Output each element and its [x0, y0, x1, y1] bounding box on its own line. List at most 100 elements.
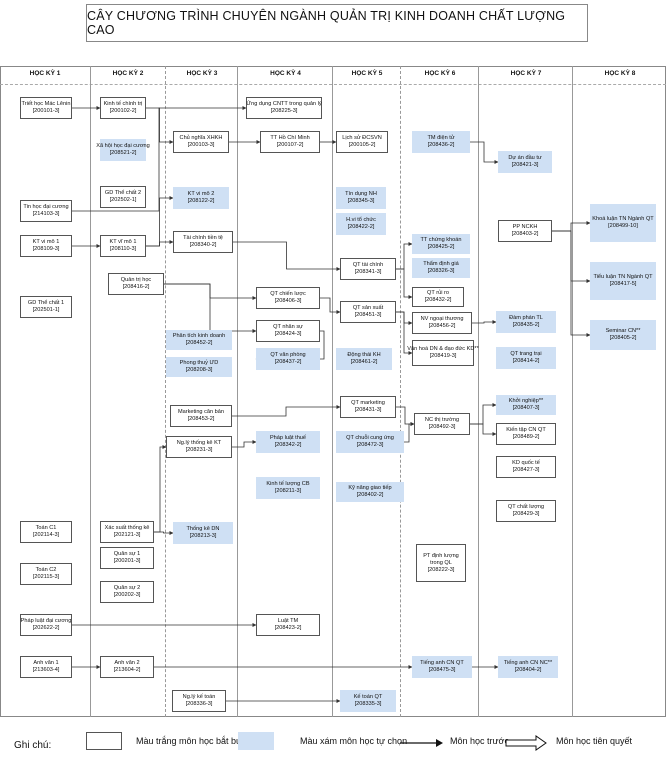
- course-ketoanqt: Kế toán QT[208335-3]: [340, 690, 396, 712]
- course-vhdn: Văn hoá DN & đạo đức KD**[208419-3]: [407, 340, 479, 366]
- course-toanc1: Toán C1[202114-3]: [20, 521, 72, 543]
- course-name: Kỹ năng giao tiếp: [348, 485, 392, 491]
- course-code: [208213-3]: [189, 533, 217, 539]
- course-name: NV ngoại thương: [420, 316, 464, 322]
- course-code: [208345-3]: [347, 198, 375, 204]
- course-name: Tài chính tiền tệ: [183, 235, 223, 241]
- course-ttck: TT chứng khoán[208425-2]: [412, 234, 470, 254]
- course-name: QT chiến lược: [270, 291, 306, 297]
- course-code: [214103-3]: [32, 211, 60, 217]
- course-tmdt: TM điện tử[208436-2]: [412, 131, 470, 153]
- course-name: Tín dụng NH: [345, 191, 377, 197]
- chart-title: CÂY CHƯƠNG TRÌNH CHUYÊN NGÀNH QUẢN TRỊ K…: [86, 4, 588, 42]
- course-qtth: Quản trị học[208416-2]: [108, 273, 164, 295]
- divider-5: [400, 66, 401, 717]
- course-code: [200101-3]: [32, 108, 60, 114]
- course-name: Tiếng anh CN NC**: [503, 660, 553, 666]
- semester-8-header: HỌC KỲ 8: [604, 70, 636, 77]
- course-code: [200103-3]: [187, 142, 215, 148]
- course-name: Toán C2: [35, 567, 57, 573]
- course-lsdcsvn: Lịch sử ĐCSVN[200105-2]: [336, 131, 388, 153]
- course-code: [208421-3]: [511, 162, 539, 168]
- course-name: Ng.lý kế toán: [182, 694, 216, 700]
- course-gdtc2: GD Thể chất 2[202502-1]: [100, 186, 146, 208]
- course-qtsx: QT sản xuất[208451-3]: [340, 301, 396, 323]
- course-ptkd: Phân tích kinh doanh[208452-2]: [166, 330, 232, 350]
- course-code: [208222-3]: [427, 566, 455, 573]
- course-tdg: Thẩm định giá[208326-3]: [412, 258, 470, 278]
- course-code: [208419-3]: [429, 353, 457, 359]
- course-code: [208451-3]: [354, 312, 382, 318]
- course-name: Kinh tế chính trị: [103, 101, 143, 107]
- course-name: QT trang trại: [510, 351, 542, 357]
- course-xstk: Xác suất thống kê[202121-3]: [100, 521, 154, 543]
- divider-6: [478, 66, 479, 717]
- course-name: TT chứng khoán: [420, 237, 462, 243]
- course-name: Dự án đầu tư: [508, 155, 542, 161]
- course-code: [208435-2]: [512, 322, 540, 328]
- course-tdnh: Tín dụng NH[208345-3]: [336, 187, 386, 209]
- course-name: Luật TM: [277, 618, 299, 624]
- course-code: [208341-3]: [354, 269, 382, 275]
- course-code: [202114-3]: [32, 532, 60, 538]
- course-qtrr: QT rủi ro[208432-2]: [412, 287, 464, 307]
- course-qpsu2: Quân sự 2[200202-3]: [100, 581, 154, 603]
- course-qttt: QT trang trại[208414-2]: [496, 347, 556, 369]
- course-name: Quân sự 2: [113, 585, 141, 591]
- course-av2: Anh văn 2[213604-2]: [100, 656, 154, 678]
- course-qtns: QT nhân sự[208424-3]: [256, 320, 320, 342]
- course-code: [208110-3]: [109, 246, 137, 252]
- course-code: [208423-2]: [274, 625, 302, 631]
- header-divider: [0, 84, 666, 85]
- course-name: Ứng dụng CNTT trong quản lý: [246, 101, 322, 107]
- course-name: Chủ nghĩa XHKH: [179, 135, 223, 141]
- course-name: Pháp luật đại cương: [20, 618, 72, 624]
- course-code: [208431-3]: [354, 407, 382, 413]
- semester-3-header: HỌC KỲ 3: [186, 70, 218, 77]
- course-code: [208475-3]: [428, 667, 456, 673]
- course-ktct: Kinh tế chính trị[200102-2]: [100, 97, 146, 119]
- course-name: PT định lượng trong QL: [423, 552, 459, 566]
- course-name: KT vi mô 2: [187, 191, 215, 197]
- course-tacnqt: Tiếng anh CN QT[208475-3]: [412, 656, 472, 678]
- course-thdc: Tin học đại cương[214103-3]: [20, 200, 72, 222]
- course-kngt: Kỹ năng giao tiếp[208402-2]: [336, 482, 404, 502]
- course-code: [208499-10]: [608, 223, 638, 229]
- legend: Ghi chú: Màu trắng môn học bắt buộc Màu …: [0, 720, 666, 766]
- course-tctt: Tài chính tiền tệ[208340-2]: [173, 231, 233, 253]
- course-khoinghiep: Khởi nghiệp**[208407-3]: [496, 395, 556, 415]
- course-code: [208414-2]: [512, 358, 540, 364]
- course-code: [202502-1]: [109, 197, 137, 203]
- course-qtcl: QT chiến lược[208406-3]: [256, 287, 320, 309]
- course-pthuy: Phong thuỷ ƯD[208208-3]: [166, 357, 232, 377]
- course-dampham: Đàm phán TL[208435-2]: [496, 311, 556, 333]
- course-code: [208489-2]: [512, 434, 540, 440]
- course-code: [208472-3]: [356, 442, 384, 448]
- course-code: [202121-3]: [113, 532, 141, 538]
- course-name: Tiểu luận TN Ngành QT: [593, 274, 653, 280]
- course-code: [208231-3]: [185, 447, 213, 453]
- course-name: GD Thể chất 1: [27, 300, 65, 306]
- divider-1: [90, 66, 91, 717]
- course-tacnnc: Tiếng anh CN NC**[208404-2]: [498, 656, 558, 678]
- course-name: Kinh tế lượng CB: [266, 481, 310, 487]
- legend-prereq-arrow-icon: [400, 739, 443, 747]
- course-name: Kế toán QT: [353, 694, 383, 700]
- course-name: Marketing căn bản: [177, 409, 225, 415]
- course-code: [208335-3]: [354, 701, 382, 707]
- course-kientap: Kiến tập CN QT[208489-2]: [496, 423, 556, 445]
- semester-5-header: HỌC KỲ 5: [351, 70, 383, 77]
- course-ktvm1: KT vi mô 1[208109-3]: [20, 235, 72, 257]
- course-code: [208336-3]: [185, 701, 213, 707]
- legend-optional-text: Màu xám môn học tự chọn: [300, 736, 408, 746]
- course-code: [208417-5]: [609, 281, 637, 287]
- legend-prereq-text: Môn học trước: [450, 736, 509, 746]
- course-xhhdc: Xã hội học đại cương[208521-2]: [96, 139, 150, 161]
- course-name: QT sản xuất: [352, 305, 384, 311]
- course-name: NC thị trường: [424, 417, 460, 423]
- course-code: [208109-3]: [32, 246, 60, 252]
- course-code: [200102-2]: [109, 108, 137, 114]
- course-code: [208432-2]: [424, 297, 452, 303]
- course-code: [208429-3]: [512, 511, 540, 517]
- course-code: [208492-3]: [428, 424, 456, 430]
